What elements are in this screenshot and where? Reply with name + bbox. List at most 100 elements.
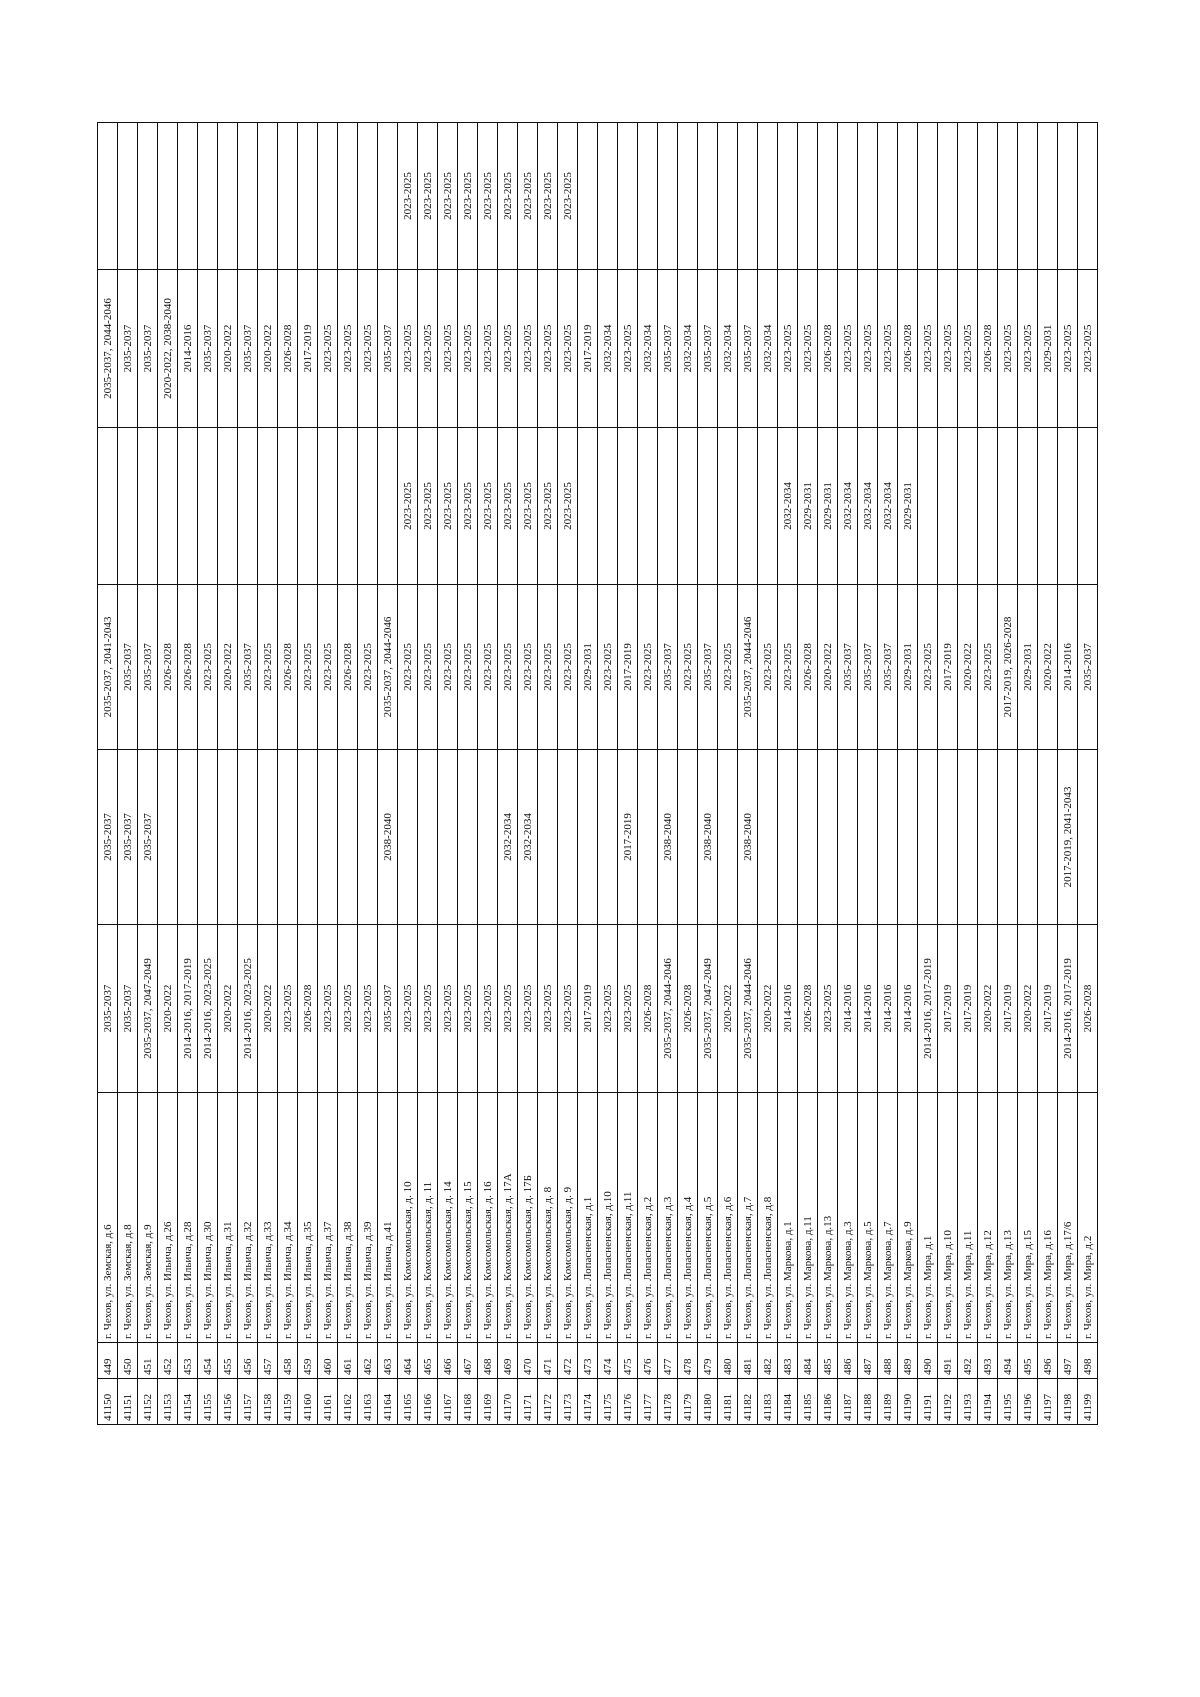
- period-cell-6: [97, 122, 118, 270]
- record-id-cell: 41169: [477, 1378, 498, 1425]
- record-id-cell: 41183: [757, 1378, 778, 1425]
- record-id-cell: 41170: [497, 1378, 518, 1425]
- period-cell-1: 2023-2025: [277, 924, 298, 1093]
- period-cell-5: 2023-2025: [557, 269, 578, 428]
- period-cell-1: 2035-2037, 2047-2049: [137, 924, 158, 1093]
- period-cell-3: 2035-2037, 2044-2046: [377, 584, 398, 750]
- period-cell-5: 2023-2025: [1077, 269, 1098, 428]
- record-id-cell: 41191: [917, 1378, 938, 1425]
- period-cell-4: [257, 427, 278, 585]
- address-cell: г. Чехов, ул. Ильича, д.35: [297, 1092, 318, 1343]
- row-number-cell: 485: [817, 1342, 838, 1379]
- period-cell-6: [217, 122, 238, 270]
- row-number-cell: 495: [1017, 1342, 1038, 1379]
- period-cell-5: 2023-2025: [1057, 269, 1078, 428]
- period-cell-6: [317, 122, 338, 270]
- period-cell-4: [197, 427, 218, 585]
- address-cell: г. Чехов, ул. Лопасненская, д.5: [697, 1092, 718, 1343]
- period-cell-6: 2023-2025: [497, 122, 518, 270]
- period-cell-6: [817, 122, 838, 270]
- record-id-cell: 41194: [977, 1378, 998, 1425]
- record-id-cell: 41155: [197, 1378, 218, 1425]
- address-cell: г. Чехов, ул. Земская, д.6: [97, 1092, 118, 1343]
- period-cell-3: 2026-2028: [277, 584, 298, 750]
- row-number-cell: 489: [897, 1342, 918, 1379]
- period-cell-1: 2014-2016, 2023-2025: [237, 924, 258, 1093]
- period-cell-2: 2035-2037: [137, 749, 158, 925]
- period-cell-2: 2038-2040: [737, 749, 758, 925]
- period-cell-2: [717, 749, 738, 925]
- period-cell-4: [337, 427, 358, 585]
- period-cell-1: 2020-2022: [217, 924, 238, 1093]
- period-cell-2: [177, 749, 198, 925]
- period-cell-6: 2023-2025: [537, 122, 558, 270]
- row-number-cell: 484: [797, 1342, 818, 1379]
- period-cell-3: 2023-2025: [417, 584, 438, 750]
- address-cell: г. Чехов, ул. Комсомольская, д. 8: [537, 1092, 558, 1343]
- period-cell-6: [917, 122, 938, 270]
- period-cell-2: [777, 749, 798, 925]
- period-cell-4: [717, 427, 738, 585]
- period-cell-2: [217, 749, 238, 925]
- period-cell-3: 2023-2025: [537, 584, 558, 750]
- address-cell: г. Чехов, ул. Мира, д.17/6: [1057, 1092, 1078, 1343]
- period-cell-4: [617, 427, 638, 585]
- period-cell-2: [537, 749, 558, 925]
- record-id-cell: 41192: [937, 1378, 958, 1425]
- period-cell-1: 2020-2022: [157, 924, 178, 1093]
- period-cell-2: 2017-2019, 2041-2043: [1057, 749, 1078, 925]
- period-cell-3: 2023-2025: [637, 584, 658, 750]
- address-cell: г. Чехов, ул. Мира, д.11: [957, 1092, 978, 1343]
- period-cell-1: 2020-2022: [757, 924, 778, 1093]
- period-cell-3: 2023-2025: [777, 584, 798, 750]
- period-cell-6: [277, 122, 298, 270]
- period-cell-1: 2023-2025: [397, 924, 418, 1093]
- row-number-cell: 459: [297, 1342, 318, 1379]
- record-id-cell: 41165: [397, 1378, 418, 1425]
- period-cell-2: [977, 749, 998, 925]
- period-cell-5: 2023-2025: [877, 269, 898, 428]
- address-cell: г. Чехов, ул. Мира, д.15: [1017, 1092, 1038, 1343]
- record-id-cell: 41188: [857, 1378, 878, 1425]
- period-cell-3: 2023-2025: [517, 584, 538, 750]
- period-cell-5: 2035-2037: [657, 269, 678, 428]
- period-cell-3: 2014-2016: [1057, 584, 1078, 750]
- period-cell-5: 2023-2025: [1017, 269, 1038, 428]
- period-cell-4: [157, 427, 178, 585]
- period-cell-4: 2023-2025: [477, 427, 498, 585]
- record-id-cell: 41195: [997, 1378, 1018, 1425]
- period-cell-5: 2035-2037: [197, 269, 218, 428]
- period-cell-2: [157, 749, 178, 925]
- period-cell-6: [237, 122, 258, 270]
- period-cell-4: [697, 427, 718, 585]
- period-cell-6: 2023-2025: [417, 122, 438, 270]
- period-cell-3: 2023-2025: [597, 584, 618, 750]
- period-cell-4: [957, 427, 978, 585]
- period-cell-5: 2032-2034: [597, 269, 618, 428]
- period-cell-4: [937, 427, 958, 585]
- period-cell-4: 2032-2034: [777, 427, 798, 585]
- period-cell-3: 2029-2031: [577, 584, 598, 750]
- period-cell-1: 2014-2016: [857, 924, 878, 1093]
- period-cell-6: [377, 122, 398, 270]
- period-cell-3: 2035-2037, 2044-2046: [737, 584, 758, 750]
- period-cell-2: 2035-2037: [117, 749, 138, 925]
- address-cell: г. Чехов, ул. Мира, д.1: [917, 1092, 938, 1343]
- address-cell: г. Чехов, ул. Комсомольская, д. 17А: [497, 1092, 518, 1343]
- period-cell-3: 2023-2025: [497, 584, 518, 750]
- period-cell-1: 2014-2016: [837, 924, 858, 1093]
- row-number-cell: 450: [117, 1342, 138, 1379]
- period-cell-5: 2017-2019: [297, 269, 318, 428]
- address-cell: г. Чехов, ул. Маркова, д.9: [897, 1092, 918, 1343]
- period-cell-2: 2038-2040: [657, 749, 678, 925]
- period-cell-3: 2023-2025: [917, 584, 938, 750]
- period-cell-2: [1017, 749, 1038, 925]
- address-cell: г. Чехов, ул. Лопасненская, д.1: [577, 1092, 598, 1343]
- period-cell-5: 2023-2025: [957, 269, 978, 428]
- period-cell-1: 2026-2028: [637, 924, 658, 1093]
- period-cell-4: 2023-2025: [537, 427, 558, 585]
